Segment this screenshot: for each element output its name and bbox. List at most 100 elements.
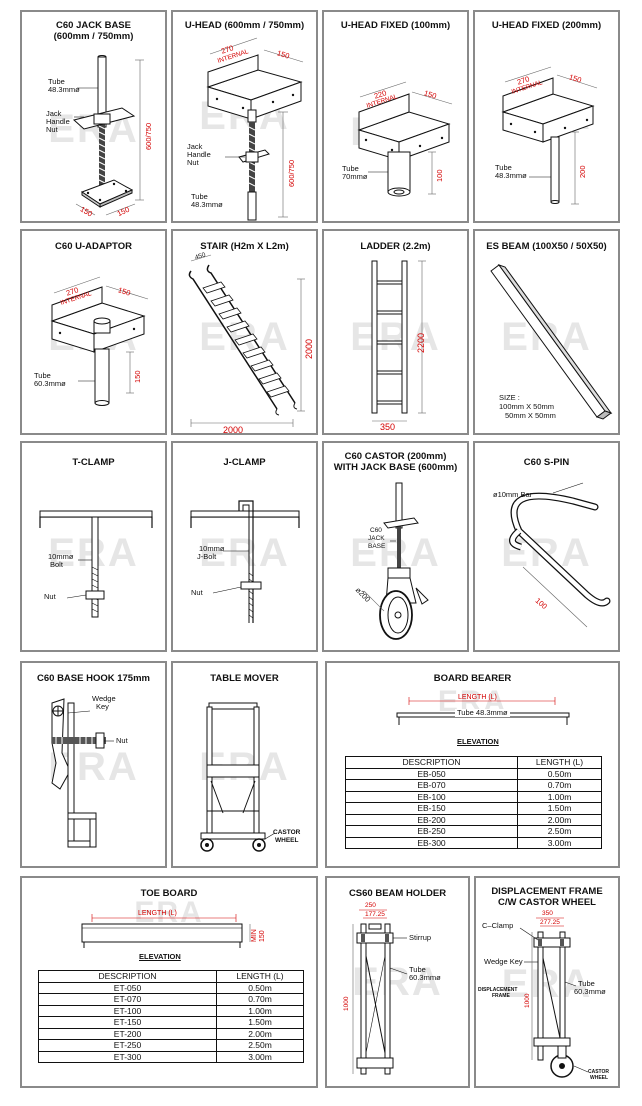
panel-table-mover: TABLE MOVER ERA CASTOR WHEEL (171, 661, 318, 868)
u-head-fixed-200-drawing (501, 66, 598, 205)
row-length: 3.00m (216, 1050, 304, 1063)
jack-handle-label-1: Jack (187, 142, 203, 151)
tube-label: Tube (48, 77, 65, 86)
size-option-1: 100mm X 50mm (499, 402, 555, 411)
panel-ladder: LADDER (2.2m) ERA 2200 350 (322, 229, 469, 435)
tube-size-label: 60.3mmø (34, 379, 66, 388)
panel-toe-board: TOE BOARD ERA LENGTH (L) MIN 150 ELEVATI… (20, 876, 318, 1088)
bolt-label-2: Bolt (50, 560, 63, 569)
row-length: 2.00m (216, 1027, 304, 1040)
dim-height: 1000 (343, 996, 350, 1011)
row-code: ET-050 (38, 981, 217, 994)
dim-top-2: 177.25 (365, 911, 385, 918)
toe-board-drawing (81, 914, 251, 948)
row-length: 2.00m (517, 813, 602, 826)
castor-drawing (363, 482, 429, 640)
row-code: ET-100 (38, 1004, 217, 1017)
tube-size-label: 48.3mmø (191, 200, 223, 209)
tube-size-label: 60.3mmø (574, 987, 606, 996)
dim-top-2: 277.25 (540, 919, 560, 926)
u-adaptor-drawing (50, 276, 149, 406)
jack-handle-label-2: Handle (187, 150, 211, 159)
tube-size-label: 48.3mmø (495, 171, 527, 180)
tube-label: Tube (409, 965, 426, 974)
panel-title: C60 U-ADAPTOR (55, 241, 132, 252)
row-code: EB-050 (345, 767, 518, 780)
nut-label: Nut (44, 592, 56, 601)
row-length: 2.50m (517, 825, 602, 838)
jack-handle-label-3: Nut (46, 125, 58, 134)
row-code: EB-200 (345, 813, 518, 826)
row-length: 0.70m (216, 993, 304, 1006)
col-length: LENGTH (L) (517, 756, 602, 769)
displacement-frame-label-2: FRAME (492, 993, 510, 999)
panel-board-bearer: BOARD BEARER ERA LENGTH (L) Tube 48.3mmø… (325, 661, 620, 868)
displacement-frame-label-1: DISPLACEMENT (478, 987, 518, 993)
table-mover-drawing (200, 702, 276, 852)
row-code: ET-200 (38, 1027, 217, 1040)
size-label: SIZE : (499, 393, 520, 402)
dim-height: 150 (133, 370, 142, 383)
row-length: 1.00m (216, 1004, 304, 1017)
tube-label: Tube (578, 979, 595, 988)
row-length: 1.50m (517, 802, 602, 815)
panel-title: LADDER (2.2m) (360, 241, 431, 252)
col-description: DESCRIPTION (38, 970, 217, 983)
u-head-fixed-100-drawing (357, 81, 453, 197)
row-length: 0.50m (216, 981, 304, 994)
ladder-drawing (371, 260, 426, 422)
panel-title: T-CLAMP (72, 457, 115, 468)
panel-title: C60 CASTOR (200mm) (344, 451, 447, 462)
dim-top-1: 350 (542, 910, 553, 917)
panel-title: DISPLACEMENT FRAME (491, 886, 603, 897)
dim-height: 100 (435, 169, 444, 182)
tube-label: Tube (495, 163, 512, 172)
c-clamp-label: C–Clamp (482, 921, 514, 930)
row-length: 3.00m (517, 836, 602, 849)
col-length: LENGTH (L) (216, 970, 304, 983)
j-clamp-drawing (190, 500, 300, 623)
row-length: 1.50m (216, 1016, 304, 1029)
jack-base-label-1: C60 (370, 527, 382, 534)
base-hook-drawing (51, 698, 114, 848)
jack-base-label-3: BASE (368, 543, 386, 550)
dim-width: 350 (380, 422, 396, 432)
castor-wheel-label-2: WHEEL (590, 1075, 609, 1081)
panel-title: TABLE MOVER (210, 673, 279, 684)
bolt-label-2: J-Bolt (197, 552, 217, 561)
panel-subtitle: (600mm / 750mm) (53, 31, 134, 42)
size-option-2: 50mm X 50mm (505, 411, 556, 420)
row-length: 0.70m (517, 779, 602, 792)
jack-handle-label-2: Handle (46, 117, 70, 126)
row-length: 1.00m (517, 790, 602, 803)
table-header-row: DESCRIPTION LENGTH (L) (345, 756, 602, 769)
panel-t-clamp: T-CLAMP ERA 10mmø Bolt Nut (20, 441, 167, 652)
u-head-drawing (206, 37, 304, 221)
row-code: EB-070 (345, 779, 518, 792)
jack-handle-label-1: Jack (46, 109, 62, 118)
panel-title: U-HEAD FIXED (200mm) (491, 20, 602, 31)
castor-wheel-label-2: WHEEL (275, 837, 299, 844)
panel-title: U-HEAD FIXED (100mm) (340, 20, 451, 31)
panel-title: BOARD BEARER (433, 673, 512, 684)
dim-top-1: 250 (365, 902, 376, 909)
jack-base-drawing (72, 55, 144, 216)
tube-label: Tube (342, 164, 359, 173)
tube-label: Tube (34, 371, 51, 380)
row-code: ET-300 (38, 1050, 217, 1063)
col-description: DESCRIPTION (345, 756, 518, 769)
panel-castor: C60 CASTOR (200mm) WITH JACK BASE (600mm… (322, 441, 469, 652)
panel-subtitle: C/W CASTOR WHEEL (498, 897, 596, 908)
panel-es-beam: ES BEAM (100X50 / 50X50) ERA SIZE : 100m… (473, 229, 620, 435)
